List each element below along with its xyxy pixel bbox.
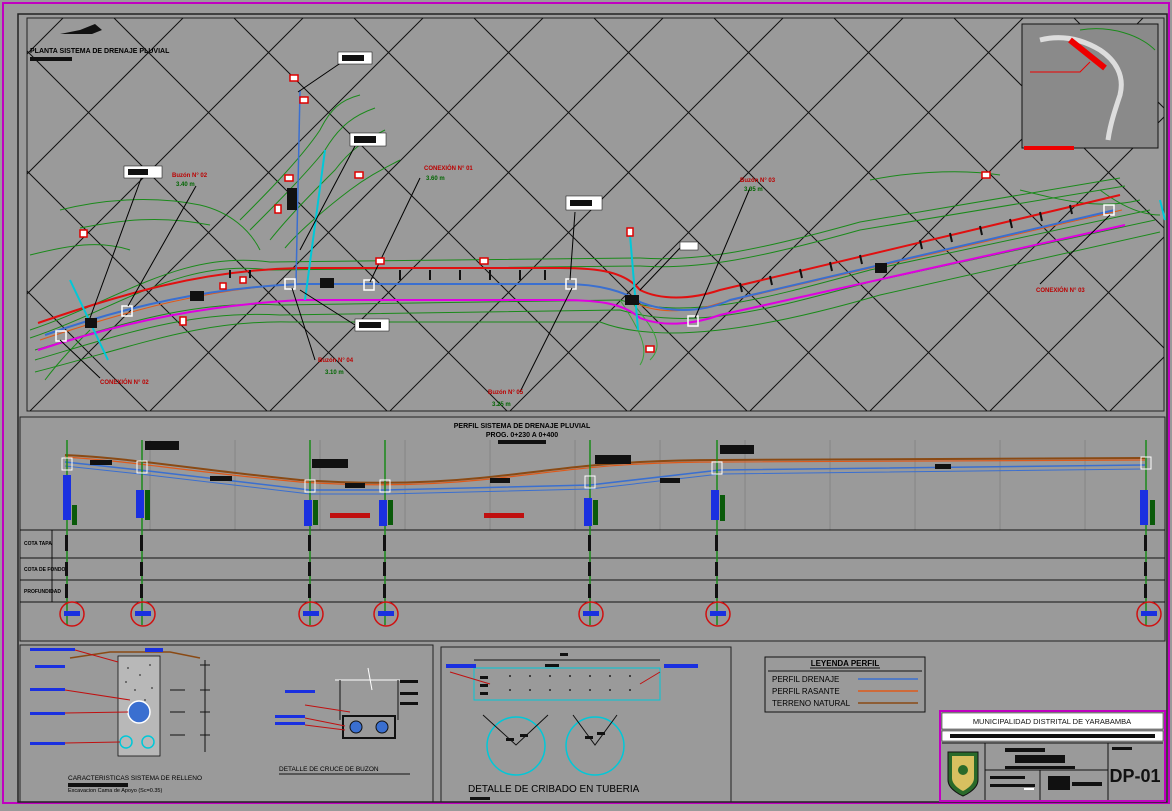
legend-title: LEYENDA PERFIL	[811, 659, 880, 668]
plan-coordinate-grid	[27, 18, 1164, 411]
terrain-natural-profile	[64, 454, 1146, 484]
station-elev: 3.25 m	[492, 402, 511, 408]
terrain-contours	[29, 94, 1161, 381]
north-arrow	[60, 24, 102, 34]
grade-profile	[64, 456, 1146, 486]
station-label: Buzón N° 03	[740, 178, 776, 184]
title-block: MUNICIPALIDAD DISTRITAL DE YARABAMBA DP-…	[939, 710, 1166, 802]
connection-label: CONEXIÓN N° 01	[424, 164, 473, 172]
location-key-map	[1021, 23, 1159, 150]
profile-data-table	[20, 529, 1165, 603]
fill-caption: CARACTERISTICAS SISTEMA DE RELLENO	[68, 775, 202, 782]
detail-fill: CARACTERISTICAS SISTEMA DE RELLENO Excav…	[19, 644, 434, 803]
organization-name: MUNICIPALIDAD DISTRITAL DE YARABAMBA	[973, 717, 1131, 726]
row-label: COTA TAPA	[24, 541, 52, 547]
plan-title: PLANTA SISTEMA DE DRENAJE PLUVIAL	[30, 48, 170, 55]
connection-label: CONEXIÓN N° 03	[1036, 286, 1085, 294]
sheet-number: DP-01	[1109, 766, 1160, 786]
station-elev: 3.10 m	[325, 370, 344, 376]
leader-lines	[59, 59, 1111, 393]
municipal-seal	[947, 751, 979, 797]
plan-manholes	[55, 204, 1115, 342]
fill-subcaption: Excavacion Cama de Apoyo (Sc=0.35)	[68, 788, 162, 794]
road-stations	[229, 204, 1073, 293]
legend-label-terrain: TERRENO NATURAL	[772, 699, 851, 708]
drainage-pipe-plan	[44, 209, 1116, 336]
station-elev: 3.05 m	[744, 187, 763, 193]
plan-markers	[79, 74, 991, 353]
legend-label-grade: PERFIL RASANTE	[772, 687, 840, 696]
station-label: Buzón N° 02	[172, 173, 208, 179]
row-label: COTA DE FONDO	[24, 567, 65, 573]
plan-view: PLANTA SISTEMA DE DRENAJE PLUVIAL Buzón …	[26, 17, 1166, 412]
plan-blocks	[85, 188, 887, 328]
cyan-channel	[69, 149, 1166, 361]
profile-legend: LEYENDA PERFIL PERFIL DRENAJE PERFIL RAS…	[764, 656, 926, 713]
profile-view: PERFIL SISTEMA DE DRENAJE PLUVIAL PROG. …	[19, 416, 1166, 642]
profile-grid	[149, 440, 1086, 530]
profile-title: PERFIL SISTEMA DE DRENAJE PLUVIAL	[454, 423, 591, 430]
connection-label: CONEXIÓN N° 02	[100, 378, 149, 386]
detail-screen: DETALLE DE CRIBADO EN TUBERIA	[440, 646, 732, 803]
profile-manholes	[59, 440, 1162, 627]
station-elev: 3.60 m	[426, 176, 445, 182]
sheet-inner-border	[17, 13, 1168, 803]
row-label: PROFUNDIDAD	[24, 589, 61, 595]
profile-subtitle: PROG. 0+230 A 0+400	[486, 432, 558, 439]
station-elev: 3.40 m	[176, 182, 195, 188]
legend-label-drainage: PERFIL DRENAJE	[772, 675, 839, 684]
manhole-caption: DETALLE DE CRUCE DE BUZON	[279, 766, 379, 773]
station-labels: Buzón N° 02 3.40 m Buzón N° 03 3.05 m Bu…	[100, 164, 1085, 408]
lateral-pipe	[295, 89, 301, 285]
station-label: Buzón N° 05	[488, 390, 524, 396]
screen-caption: DETALLE DE CRIBADO EN TUBERIA	[468, 784, 640, 795]
station-label: Buzón N° 04	[318, 358, 354, 364]
